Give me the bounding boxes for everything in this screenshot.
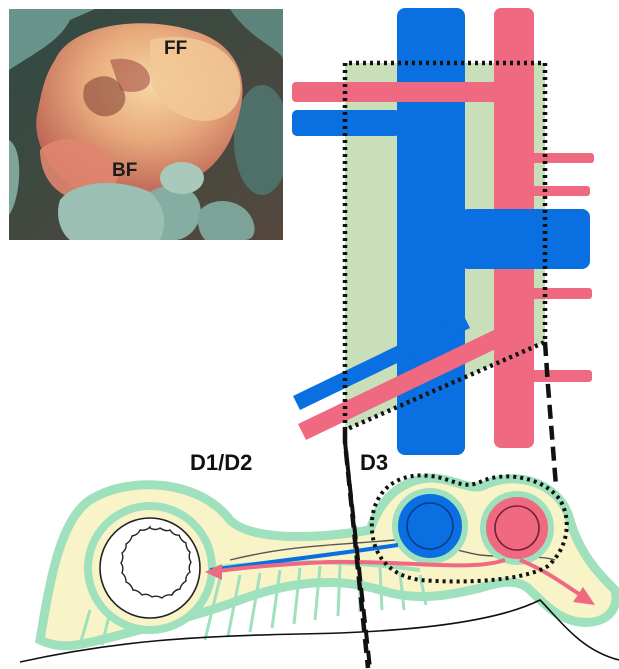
vein-branch-right (460, 209, 590, 269)
label-d1-d2: D1/D2 (190, 450, 252, 475)
artery-cross-section (483, 494, 551, 562)
artery-branch-right-4 (530, 370, 592, 382)
duodenum-cross-section (20, 478, 619, 662)
artery-branch-right-3 (530, 288, 592, 299)
vein-cross-section (395, 491, 465, 561)
label-d3: D3 (360, 450, 388, 475)
duodenum-mucosa (121, 527, 191, 598)
photo-label-ff: FF (164, 38, 187, 59)
operative-photo: FF BF (9, 9, 290, 240)
d3-dashed-outline-right (545, 342, 556, 486)
artery-branch-top (292, 82, 534, 102)
artery-branch-right-2 (530, 186, 590, 196)
photo-label-bf: BF (112, 160, 137, 181)
artery-branch-right-1 (530, 153, 594, 163)
